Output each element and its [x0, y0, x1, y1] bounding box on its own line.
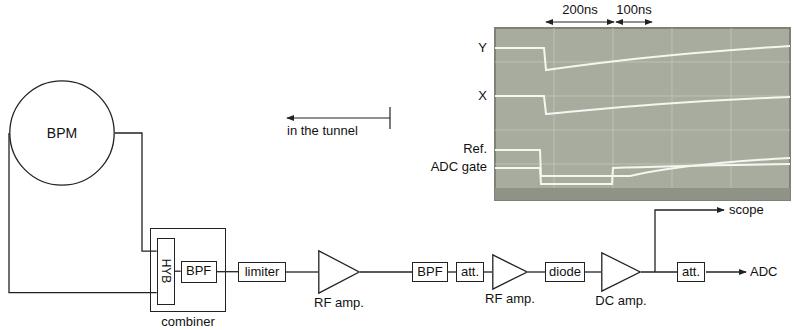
signal-wire: [9, 133, 157, 293]
signal-label: 100ns: [616, 3, 651, 18]
node-label: BPM: [47, 125, 77, 141]
scope-photo: [495, 28, 790, 200]
node-label: combiner: [161, 315, 214, 330]
node-label: diode: [549, 265, 581, 280]
node-label: BPF: [417, 265, 442, 280]
node-label: att.: [461, 265, 479, 280]
node-label: BPF: [186, 264, 211, 279]
diode-box: diode: [545, 262, 585, 282]
signal-wire: [286, 271, 318, 272]
amplifier-symbol: DC amp.: [601, 252, 641, 292]
node-label: HYB: [160, 259, 172, 284]
node-label: RF amp.: [485, 292, 535, 307]
bpm-circle-line: [10, 81, 114, 185]
time-scale: [546, 22, 652, 23]
amplifier-symbol-outline: [492, 254, 528, 290]
bpm-circle: BPM: [9, 80, 115, 186]
signal-label: 200ns: [562, 3, 597, 18]
signal-wire: [528, 271, 545, 272]
signal-label: ADC gate: [431, 160, 487, 175]
amplifier-symbol-line: [319, 251, 359, 293]
signal-wire: [448, 271, 456, 272]
signal-label: in the tunnel: [287, 124, 358, 139]
filter-box: BPF: [412, 262, 448, 282]
hybrid-box: HYB: [157, 238, 175, 305]
node-label: limiter: [245, 265, 280, 280]
attenuator-box: att.: [456, 262, 484, 282]
signal-wire: [484, 271, 492, 272]
node-label: DC amp.: [595, 294, 646, 309]
amplifier-symbol: RF amp.: [318, 250, 360, 294]
signal-label: X: [478, 89, 487, 104]
amplifier-symbol-line: [602, 253, 640, 291]
signal-label: Ref.: [463, 142, 487, 157]
amplifier-symbol-outline: [318, 250, 360, 294]
amplifier-symbol-line: [493, 255, 527, 289]
signal-label: Y: [478, 41, 487, 56]
signal-wire: [360, 271, 412, 272]
node-label: RF amp.: [314, 296, 364, 311]
node-label: att.: [682, 265, 700, 280]
filter-box: BPF: [181, 261, 217, 283]
signal-wire: [641, 271, 677, 272]
limiter-box: limiter: [238, 262, 286, 282]
attenuator-box: att.: [677, 262, 705, 282]
amplifier-symbol-outline: [601, 252, 641, 292]
signal-label: scope: [729, 203, 764, 218]
signal-label: ADC: [750, 265, 777, 280]
signal-wire: [217, 271, 238, 272]
combiner-box: combinerHYBBPF: [150, 228, 226, 312]
amplifier-symbol: RF amp.: [492, 254, 528, 290]
signal-wire: [585, 271, 601, 272]
